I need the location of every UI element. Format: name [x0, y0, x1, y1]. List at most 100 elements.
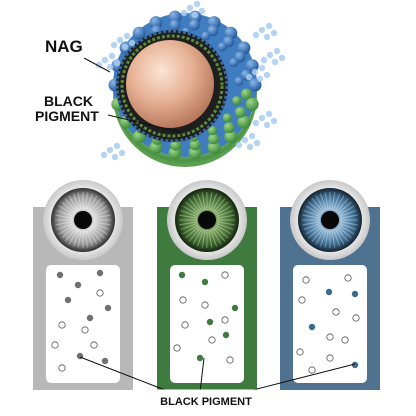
eye-panels — [33, 180, 380, 390]
shell-particle — [232, 96, 242, 106]
pigment-dot-filled — [201, 278, 209, 286]
iris-fiber — [182, 224, 199, 235]
iris-fiber — [68, 195, 79, 212]
iris-fiber — [305, 224, 322, 235]
molecule-atom — [263, 33, 271, 41]
pigment-dot-filled — [351, 290, 359, 298]
shell-particle — [224, 130, 238, 144]
iris-fiber — [196, 229, 205, 247]
molecule-atom — [113, 142, 121, 150]
molecule-atom — [265, 110, 273, 118]
badge-pointer-lines — [79, 356, 356, 393]
shell-particle — [207, 25, 219, 37]
molecule-atom — [245, 73, 253, 81]
pigment-dot-hollow — [326, 333, 334, 341]
pigment-dot-hollow — [58, 364, 66, 372]
molecule-atom — [263, 71, 271, 79]
iris-fiber — [201, 192, 206, 211]
molecule-atom — [193, 0, 201, 8]
molecule-atom — [270, 117, 278, 125]
shell-particle — [188, 146, 202, 160]
molecule-atom — [271, 58, 279, 66]
molecule-atom — [123, 32, 131, 40]
iris-fiber — [311, 198, 324, 213]
molecule-atom — [251, 68, 259, 76]
iris-fiber — [209, 193, 218, 211]
pigment-dot-filled — [96, 269, 104, 277]
molecule-atom — [260, 56, 268, 64]
iris-fiber — [214, 226, 229, 239]
iris-fiber — [216, 222, 234, 231]
iris-fiber — [338, 205, 355, 216]
gray-eye-panel — [33, 180, 133, 390]
iris-fiber — [179, 221, 198, 226]
shell-particle — [248, 78, 262, 92]
iris-fiber — [192, 195, 203, 212]
iris-fiber — [56, 209, 74, 218]
shell-particle — [189, 139, 201, 151]
molecule-atom — [246, 143, 254, 151]
pigment-dot-filled — [196, 354, 204, 362]
shell-particle — [149, 16, 163, 30]
iris-fiber — [84, 229, 89, 248]
iris-fiber — [56, 222, 74, 231]
pigment-dot-filled — [308, 323, 316, 331]
shell-particle — [132, 26, 146, 40]
membrane-ring-inner — [120, 34, 224, 138]
iris-fiber — [180, 209, 198, 218]
iris-fiber — [55, 214, 74, 219]
iris-fiber — [334, 228, 345, 245]
nag-molecule — [260, 47, 286, 66]
pigment-dot-hollow — [221, 271, 229, 279]
shell-particle — [217, 42, 227, 52]
black-pigment-label-line2: PIGMENT — [35, 108, 99, 124]
shell-particle — [229, 58, 239, 67]
iris-fiber — [213, 198, 226, 213]
shell-particle — [234, 106, 246, 118]
nag-molecule — [235, 132, 261, 151]
iris-fiber — [331, 229, 336, 248]
iris-fiber — [61, 226, 76, 239]
pigment-dot-filled — [101, 357, 109, 365]
pigment-dot-filled — [222, 331, 230, 339]
iris-fiber — [72, 229, 81, 247]
iris-fiber — [192, 228, 203, 245]
molecule-atom — [252, 119, 260, 127]
shell-particle — [222, 113, 232, 123]
iris-fiber — [92, 209, 110, 218]
iris-fiber — [89, 198, 102, 213]
molecule-atom — [241, 136, 249, 144]
iris-fiber — [201, 229, 206, 248]
molecule-atom — [235, 141, 243, 149]
black-pigment-badge: BLACK PIGMENT — [149, 389, 263, 411]
iris-fiber — [180, 222, 198, 231]
badge-text: BLACK PIGMENT — [160, 396, 252, 408]
iris-fiber — [55, 221, 74, 226]
iris-fiber — [179, 214, 198, 219]
iris-fiber — [324, 192, 329, 211]
iris-fiber — [87, 228, 98, 245]
iris-fiber — [196, 193, 205, 211]
iris-fiber — [305, 205, 322, 216]
pigment-dot-hollow — [58, 321, 66, 329]
shell-particle — [169, 19, 181, 31]
pigment-dot-filled — [56, 271, 64, 279]
shell-particle — [245, 97, 259, 111]
molecule-atom — [258, 64, 266, 72]
molecule-atom — [100, 151, 108, 159]
pigment-dot-hollow — [179, 296, 187, 304]
iris-fiber — [68, 228, 79, 245]
molecule-atom — [252, 31, 260, 39]
pigment-dot-filled — [64, 296, 72, 304]
iris-fiber — [58, 224, 75, 235]
iris-fiber — [72, 193, 81, 211]
iris-fiber — [77, 192, 82, 211]
pigment-dot-filled — [231, 304, 239, 312]
sphere-core — [126, 40, 214, 128]
iris-fiber — [185, 201, 200, 214]
iris-fiber — [302, 214, 321, 219]
pupil — [321, 211, 339, 229]
pigment-dot-hollow — [51, 341, 59, 349]
iris-fiber — [339, 221, 358, 226]
iris-fiber — [92, 214, 111, 219]
